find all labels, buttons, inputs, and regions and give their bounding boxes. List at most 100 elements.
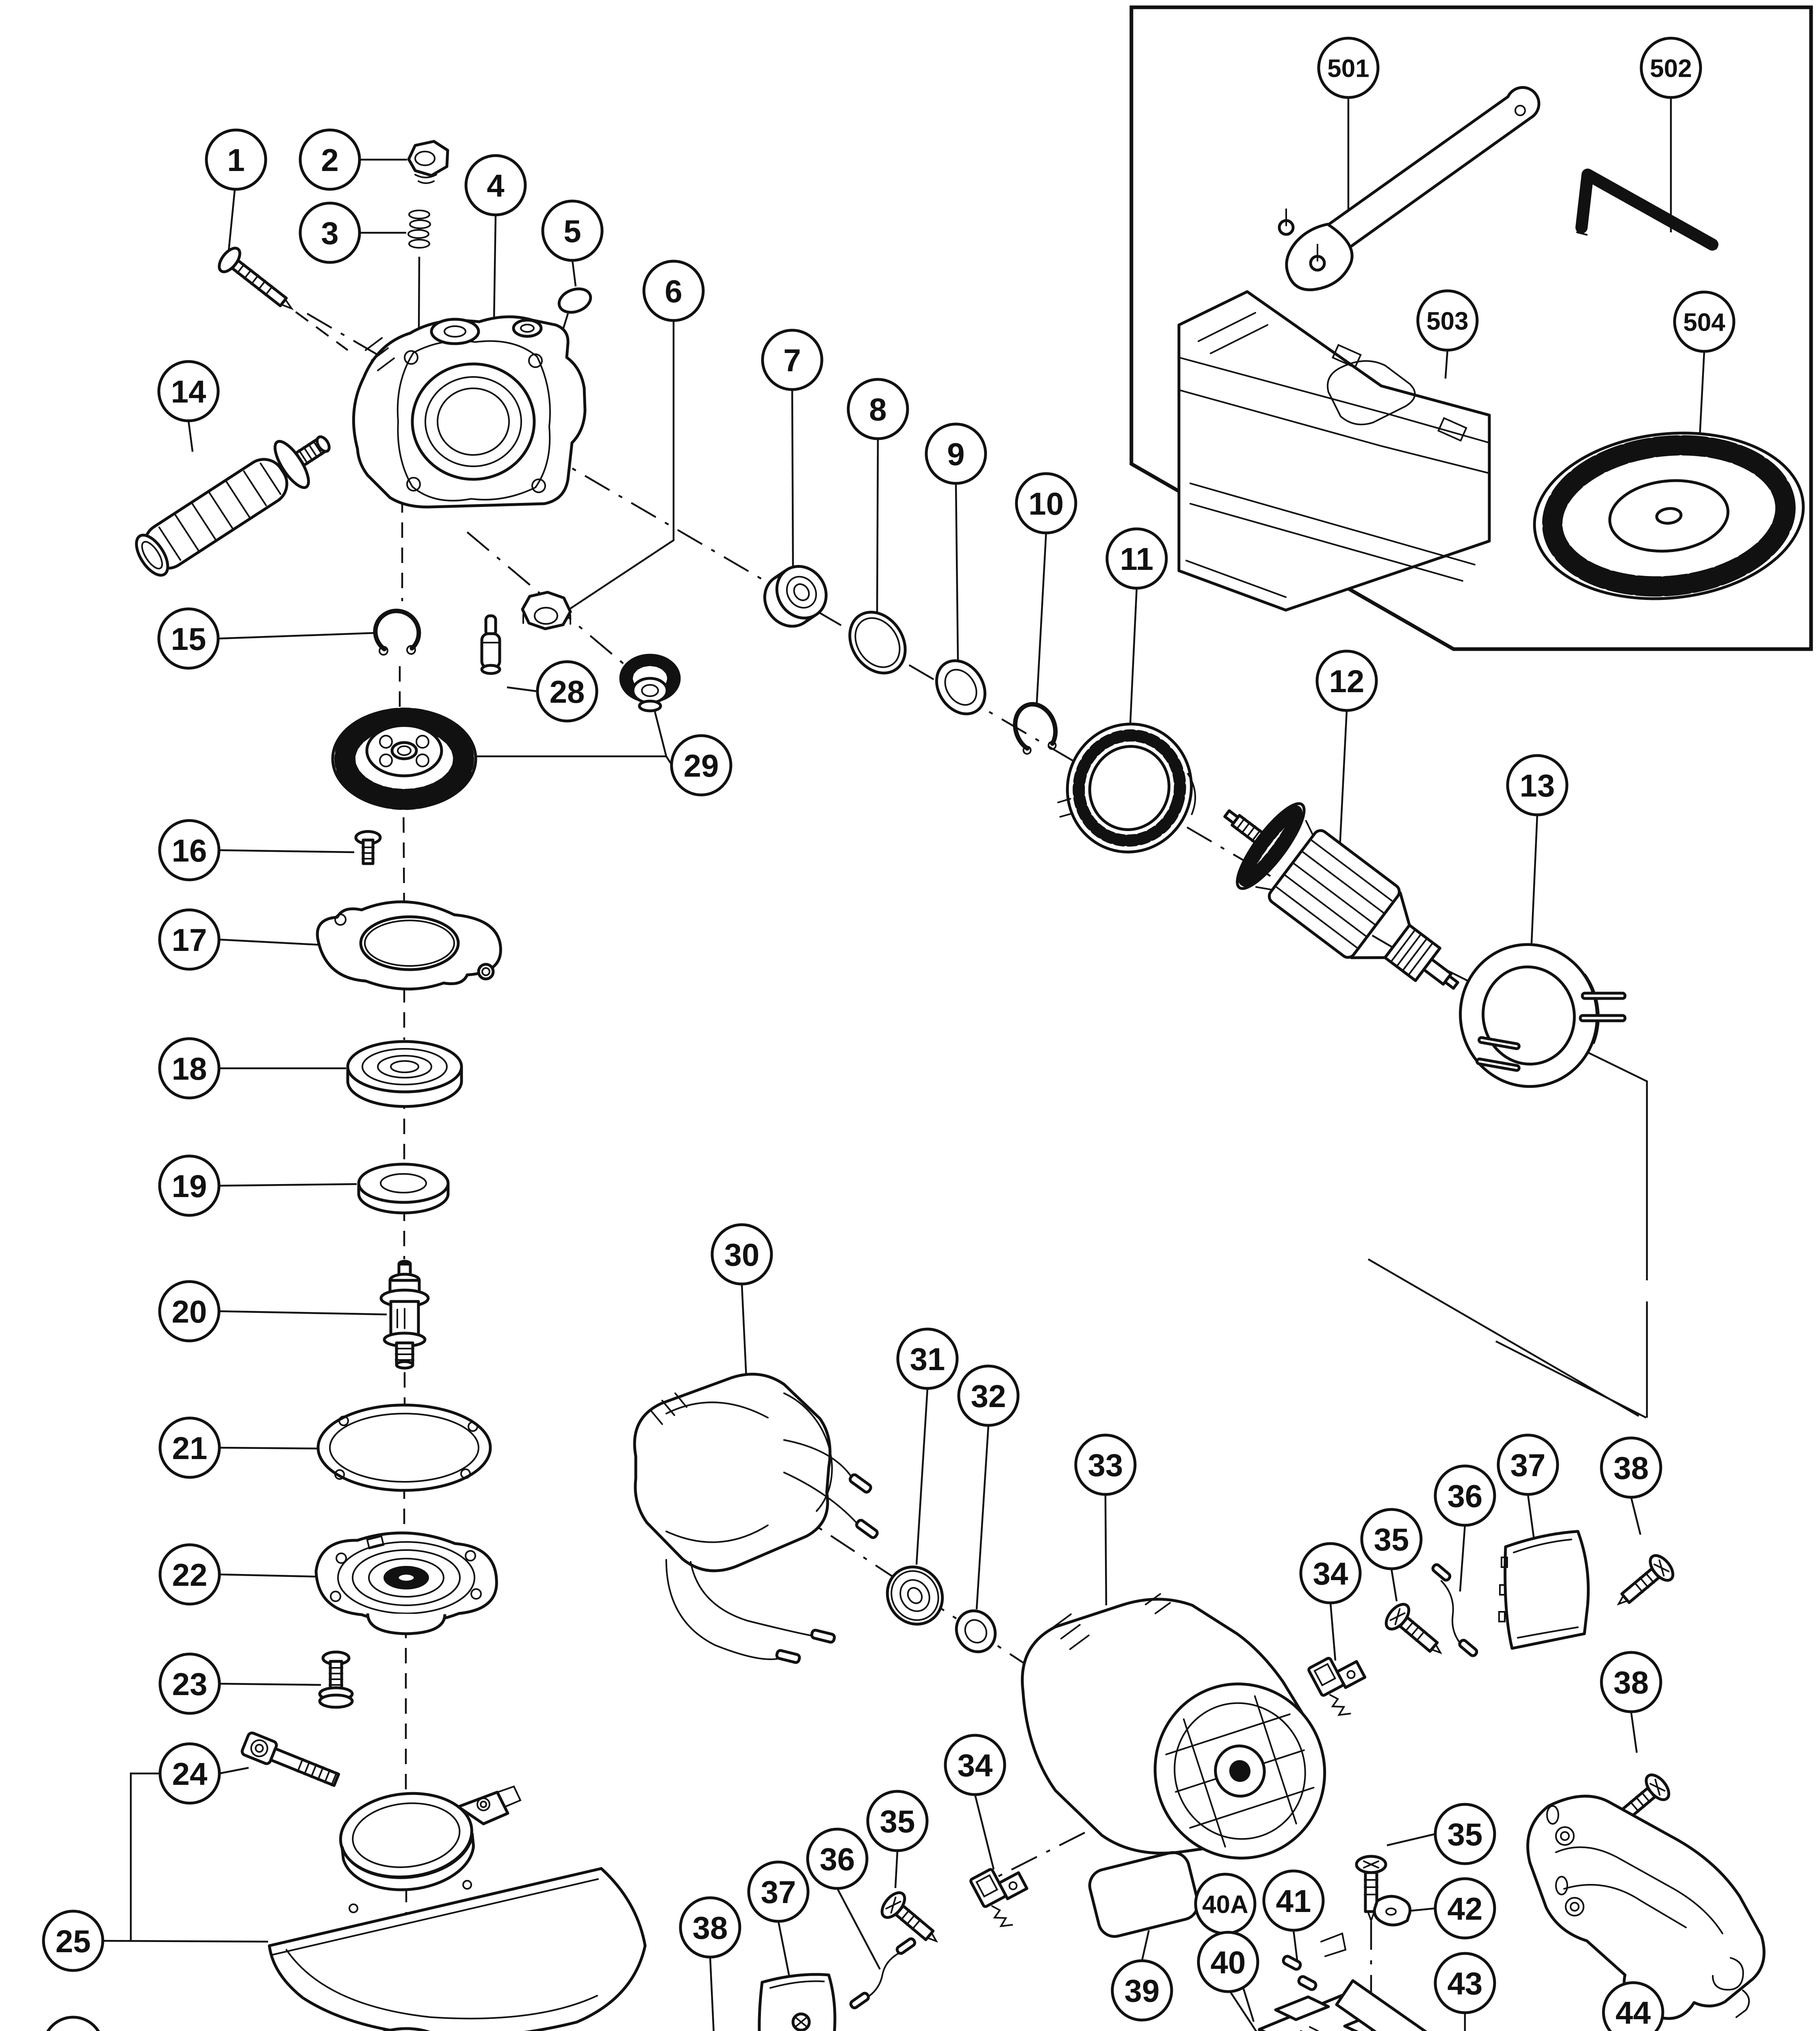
callout-43: 43: [1434, 1952, 1496, 2014]
leader-line: [102, 1940, 269, 1943]
ball-bearing-31: [886, 1565, 944, 1626]
callout-2: 2: [299, 128, 361, 191]
callout-36: 36: [806, 1827, 869, 1890]
leader-line: [571, 260, 577, 287]
cord-clip-42: [1373, 1895, 1412, 1927]
hex-wrench-502: [1575, 169, 1718, 251]
leader-line: [1141, 1930, 1150, 1961]
svg-text:15: 15: [171, 621, 206, 657]
svg-text:42: 42: [1447, 1891, 1483, 1927]
svg-text:22: 22: [172, 1557, 208, 1593]
callout-10: 10: [1015, 472, 1077, 535]
leader-line: [218, 632, 377, 640]
felt-packing-19: [357, 1163, 450, 1215]
leader-line: [1367, 1258, 1640, 1417]
callout-22: 22: [158, 1543, 221, 1606]
svg-text:43: 43: [1447, 1966, 1483, 2001]
callout-20: 20: [158, 1280, 221, 1342]
callout-16: 16: [158, 819, 221, 881]
leader-line: [955, 483, 959, 661]
svg-text:26: 26: [56, 2029, 91, 2031]
svg-text:35: 35: [880, 1804, 915, 1839]
svg-text:11: 11: [1120, 541, 1153, 577]
svg-text:36: 36: [820, 1841, 855, 1877]
callout-1: 1: [205, 128, 267, 191]
svg-text:504: 504: [1683, 308, 1725, 336]
svg-text:40A: 40A: [1202, 1890, 1248, 1918]
callout-40: 40: [1197, 1931, 1259, 1993]
callout-23: 23: [158, 1652, 221, 1715]
svg-text:23: 23: [172, 1666, 208, 1702]
leader-line: [1129, 588, 1138, 726]
callout-35: 35: [1434, 1803, 1496, 1865]
callout-18: 18: [158, 1037, 221, 1100]
leader-line: [1104, 1494, 1107, 1606]
svg-text:19: 19: [172, 1168, 207, 1204]
leader-line: [219, 1310, 387, 1316]
callout-34: 34: [944, 1734, 1006, 1796]
motor-housing-33: [1020, 1593, 1326, 1860]
callout-30: 30: [711, 1223, 773, 1286]
leader-line: [894, 1850, 899, 1888]
svg-text:34: 34: [958, 1747, 993, 1783]
leader-line: [1390, 1568, 1398, 1602]
internal-wire-36-upper: [1431, 1563, 1478, 1657]
svg-text:20: 20: [172, 1294, 207, 1329]
screw-1: [218, 247, 294, 310]
brush-holder-34-upper: [1307, 1656, 1367, 1716]
callout-24: 24: [158, 1742, 221, 1805]
svg-text:33: 33: [1088, 1447, 1123, 1483]
snap-ring-10: [1013, 702, 1058, 755]
callout-41: 41: [1262, 1869, 1325, 1932]
leader-line: [1387, 1833, 1436, 1847]
svg-text:10: 10: [1029, 486, 1064, 522]
leader-line: [1495, 1340, 1647, 1419]
callout-26: 26: [46, 2016, 100, 2031]
callout-7: 7: [761, 329, 823, 391]
callout-25: 25: [42, 1910, 104, 1972]
leader-line: [974, 1794, 995, 1870]
rubber-gasket-21: [316, 1403, 492, 1492]
screw-38-top: [1616, 1554, 1675, 1606]
callout-21: 21: [158, 1416, 221, 1479]
cap-5: [557, 287, 592, 314]
callout-503: 503: [1416, 289, 1479, 352]
leader-line: [1630, 1497, 1642, 1535]
callout-29: 29: [670, 734, 732, 797]
bolt-24: [240, 1731, 340, 1787]
leader-line: [219, 849, 355, 853]
svg-text:24: 24: [172, 1756, 208, 1792]
svg-text:38: 38: [1614, 1665, 1649, 1700]
callout-12: 12: [1315, 650, 1378, 712]
leader-line: [219, 1682, 321, 1686]
svg-text:501: 501: [1327, 54, 1369, 82]
svg-text:7: 7: [783, 342, 801, 378]
leader-line: [187, 420, 194, 452]
bearing-cover-17: [316, 900, 502, 991]
leader-line: [1229, 1991, 1257, 2031]
svg-text:12: 12: [1329, 663, 1365, 699]
callout-31: 31: [896, 1327, 959, 1390]
leader-line: [219, 1446, 317, 1450]
ball-bearing-18: [346, 1040, 463, 1108]
leader-line: [741, 1284, 748, 1386]
cutting-disc-504: [1533, 431, 1805, 600]
svg-text:16: 16: [172, 833, 207, 868]
svg-text:29: 29: [684, 748, 719, 784]
svg-text:502: 502: [1650, 54, 1692, 82]
svg-text:38: 38: [1614, 1450, 1649, 1486]
bearing-holder-13: [1459, 943, 1627, 1088]
svg-text:39: 39: [1124, 1973, 1160, 2009]
washer-9: [935, 659, 986, 715]
screw-35-lower: [880, 1891, 938, 1943]
brush-holder-34-lower: [969, 1868, 1029, 1927]
callout-8: 8: [847, 378, 909, 440]
leader-line: [219, 1573, 328, 1578]
svg-text:38: 38: [693, 1910, 728, 1946]
cord-armor-43: [1335, 1979, 1428, 2031]
svg-text:36: 36: [1447, 1478, 1483, 1514]
svg-text:18: 18: [172, 1051, 207, 1087]
screw-23: [318, 1650, 354, 1709]
